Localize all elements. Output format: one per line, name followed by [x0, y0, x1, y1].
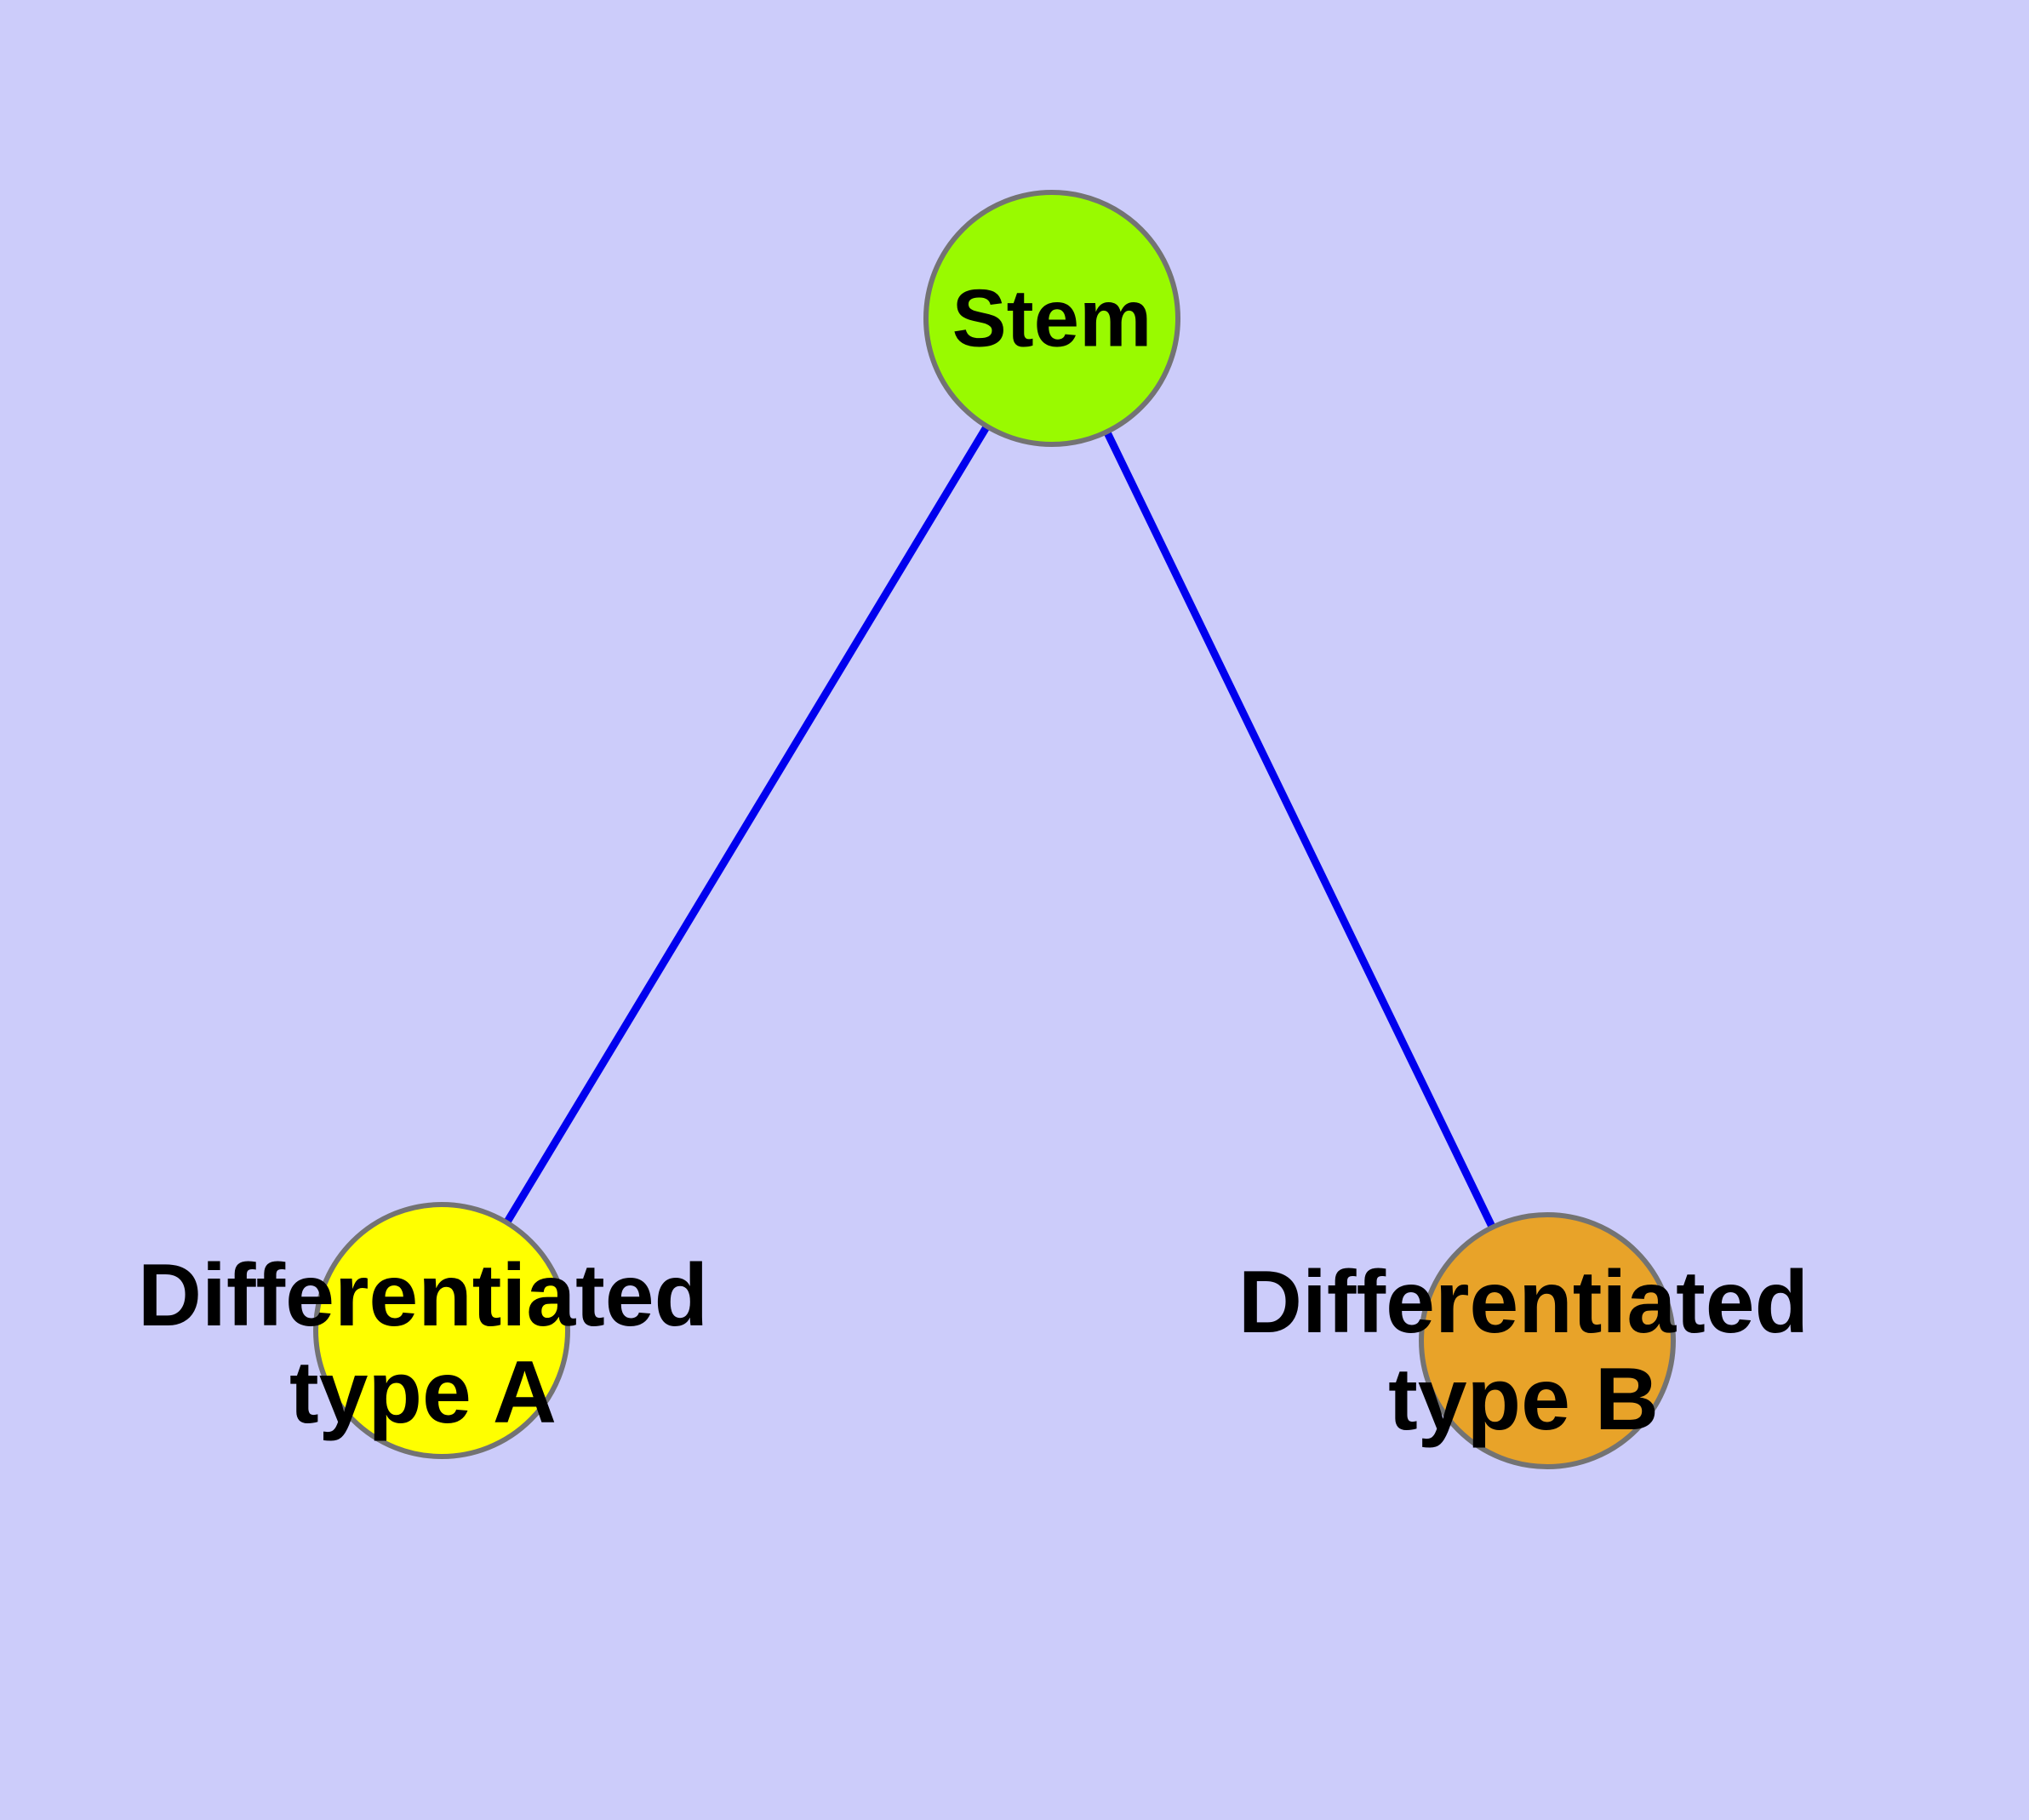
node-layer: Stem: [313, 190, 1676, 1469]
node-diff-b[interactable]: [1419, 1212, 1676, 1469]
node-diff-b-label: Differentiated type B: [1238, 1253, 1809, 1449]
node-diff-b-label-line-2: type B: [1388, 1350, 1659, 1449]
node-diff-a-label-line-1: Differentiated: [138, 1246, 708, 1345]
node-diff-a-label: Differentiated type A: [138, 1246, 708, 1442]
node-stem-label-line-1: Stem: [952, 273, 1152, 364]
node-diff-a-label-line-2: type A: [289, 1343, 557, 1442]
node-diff-a[interactable]: [313, 1202, 570, 1459]
edge-layer: [438, 316, 1552, 1342]
edge-stem-to-diff-a[interactable]: [438, 316, 1055, 1333]
node-diff-b-circle[interactable]: [1419, 1212, 1676, 1469]
label-layer: Differentiated type A Differentiated typ…: [138, 1246, 1809, 1449]
node-stem-circle[interactable]: [923, 190, 1180, 447]
edge-stem-to-diff-b[interactable]: [1048, 317, 1552, 1342]
node-diff-a-circle[interactable]: [313, 1202, 570, 1459]
node-diff-b-label-line-1: Differentiated: [1238, 1253, 1809, 1352]
node-stem[interactable]: Stem: [923, 190, 1180, 447]
